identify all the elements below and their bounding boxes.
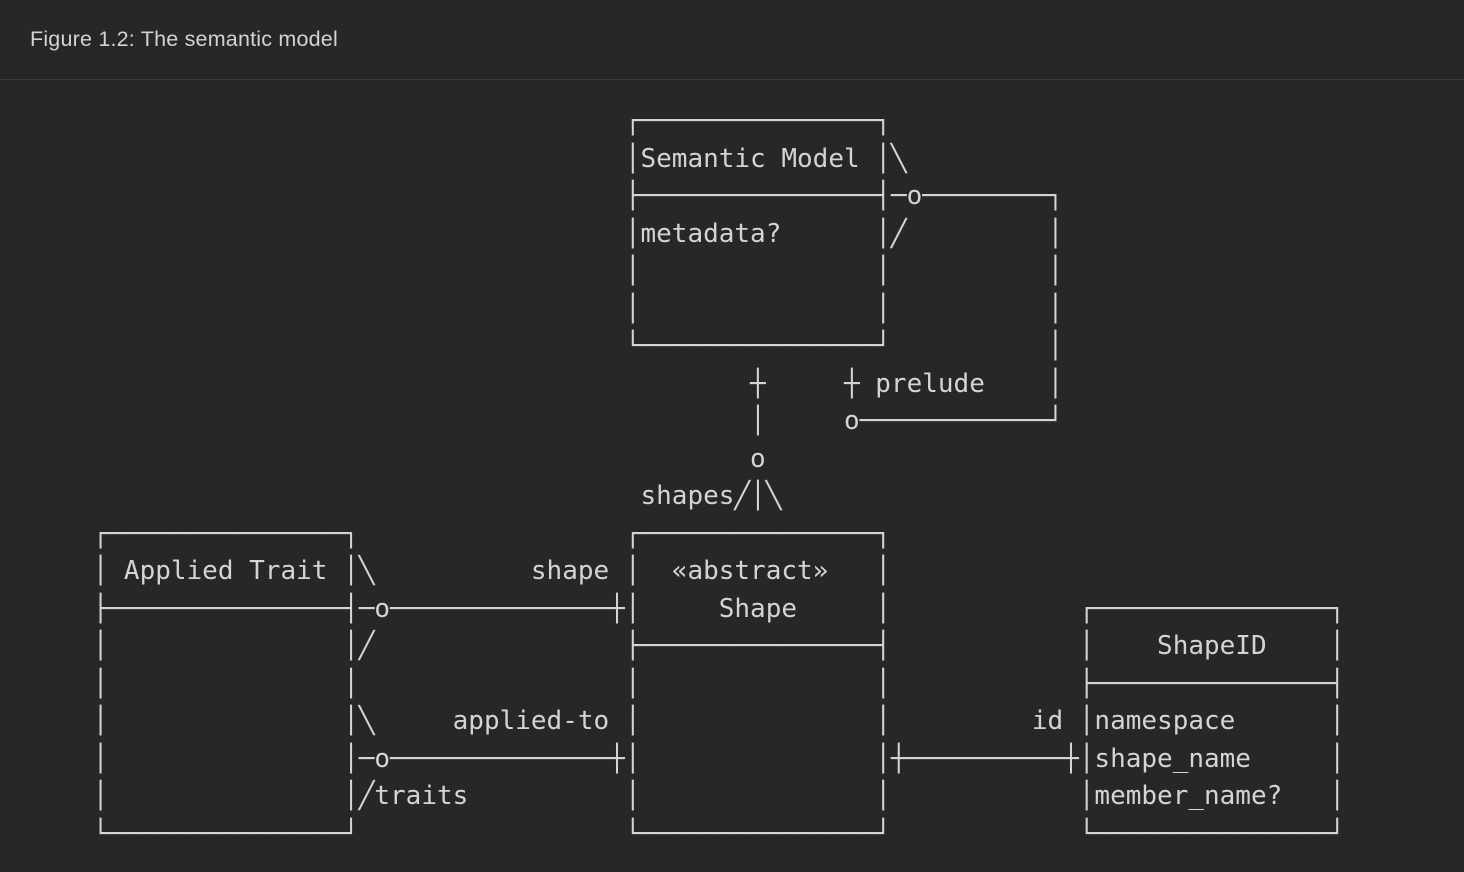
semantic-model-er-diagram: ┌───────────────┐ │Semantic Model │╲ ├──…	[92, 106, 1345, 849]
figure-caption-bar: Figure 1.2: The semantic model	[0, 0, 1464, 80]
figure-caption: Figure 1.2: The semantic model	[30, 27, 338, 51]
figure-area: ┌───────────────┐ │Semantic Model │╲ ├──…	[0, 80, 1464, 853]
